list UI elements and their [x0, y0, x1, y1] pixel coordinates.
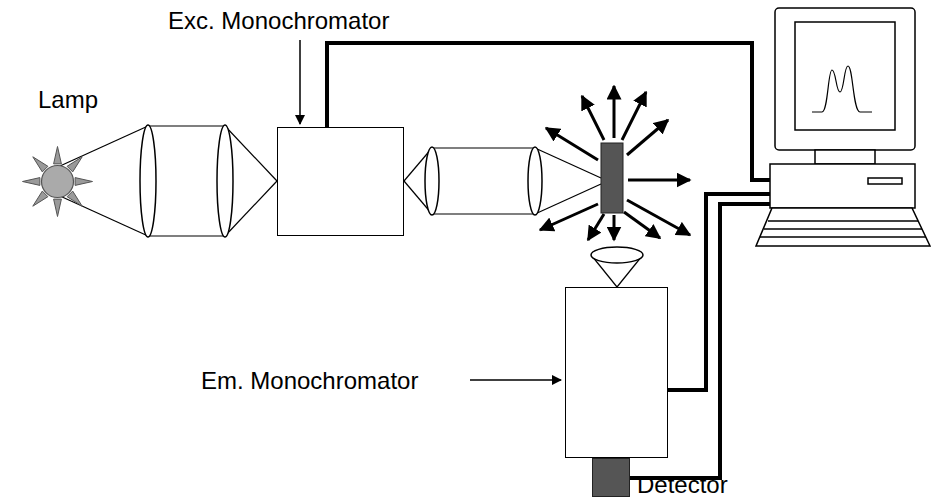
- sample-cuvette: [601, 143, 623, 213]
- lenses: [140, 125, 643, 263]
- lamp: Lamp: [20, 144, 95, 219]
- component-label: Exc. Monochromator: [168, 9, 389, 33]
- emission-arrows: [540, 86, 690, 240]
- component-label: Lamp: [38, 88, 98, 112]
- cables: [327, 43, 772, 478]
- detector: Detector: [592, 458, 630, 497]
- component-label: Em. Monochromator: [201, 369, 418, 393]
- computer: [756, 8, 930, 246]
- component-label: Detector: [637, 473, 728, 497]
- lamp-symbol: [20, 144, 95, 219]
- excitation-beam: [60, 126, 642, 287]
- emission-monochromator: Em. Monochromator: [565, 287, 668, 458]
- excitation-monochromator: Exc. Monochromator: [277, 127, 404, 236]
